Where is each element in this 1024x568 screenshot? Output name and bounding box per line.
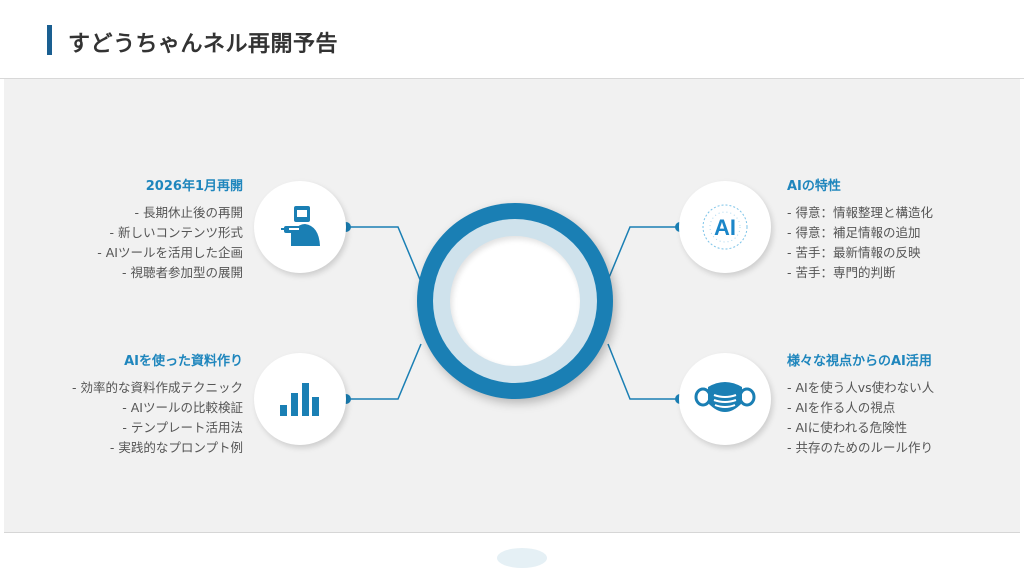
worker-drill-icon [254, 181, 346, 273]
list-item: - AIを使う人vs使わない人 [787, 380, 935, 395]
page-title: すどうちゃんネル再開予告 [68, 32, 339, 57]
title-accent-bar [47, 25, 52, 55]
next-slide-decoration [497, 548, 547, 568]
center-circle [417, 203, 613, 399]
ai-icon-text: AI [714, 215, 736, 240]
topic-title: AIの特性 [787, 179, 841, 194]
list-item: - 効率的な資料作成テクニック [72, 380, 243, 395]
list-item: - 長期休止後の再開 [134, 205, 243, 220]
bar-chart-icon [254, 353, 346, 445]
list-item: - 共存のためのルール作り [787, 440, 933, 455]
topic-title: AIを使った資料作り [124, 354, 243, 369]
ai-network-icon: AI [679, 181, 771, 273]
face-mask-icon [679, 353, 771, 445]
center-ring [433, 219, 597, 383]
list-item: - AIに使われる危険性 [787, 420, 908, 435]
center-inner [450, 236, 580, 366]
next-slide-strip [0, 534, 1024, 556]
topic-ai-perspectives: 様々な視点からのAI活用 - AIを使う人vs使わない人 - AIを作る人の視点 -… [787, 350, 1017, 458]
topic-title: 2026年1月再開 [145, 179, 243, 194]
topic-ai-documents: AIを使った資料作り - 効率的な資料作成テクニック - AIツールの比較検証 - … [13, 350, 243, 458]
list-item: - 苦手：専門的判断 [787, 265, 896, 280]
topic-title: 様々な視点からのAI活用 [787, 354, 932, 369]
connector-bottom-left [346, 343, 422, 400]
connector-top-right [607, 226, 679, 281]
list-item: - AIを作る人の視点 [787, 400, 896, 415]
topic-ai-characteristics: AIの特性 - 得意：情報整理と構造化 - 得意：補足情報の追加 - 苦手：最新情報… [787, 175, 1017, 283]
list-item: - AIツールを活用した企画 [97, 245, 243, 260]
list-item: - AIツールの比較検証 [122, 400, 243, 415]
connector-dot [341, 394, 351, 404]
list-item: - テンプレート活用法 [122, 420, 243, 435]
connector-lines [346, 226, 679, 400]
list-item: - 苦手：最新情報の反映 [787, 245, 921, 260]
header: すどうちゃんネル再開予告 [0, 0, 1024, 79]
list-item: - 得意：補足情報の追加 [787, 225, 921, 240]
connector-dot [341, 222, 351, 232]
list-item: - 得意：情報整理と構造化 [787, 205, 933, 220]
connector-top-left [346, 226, 422, 283]
list-item: - 新しいコンテンツ形式 [109, 225, 243, 240]
topic-restart: 2026年1月再開 - 長期休止後の再開 - 新しいコンテンツ形式 - AIツールを… [13, 175, 243, 283]
list-item: - 実践的なプロンプト例 [109, 440, 243, 455]
connector-bottom-right [607, 343, 679, 400]
list-item: - 視聴者参加型の展開 [122, 265, 243, 280]
